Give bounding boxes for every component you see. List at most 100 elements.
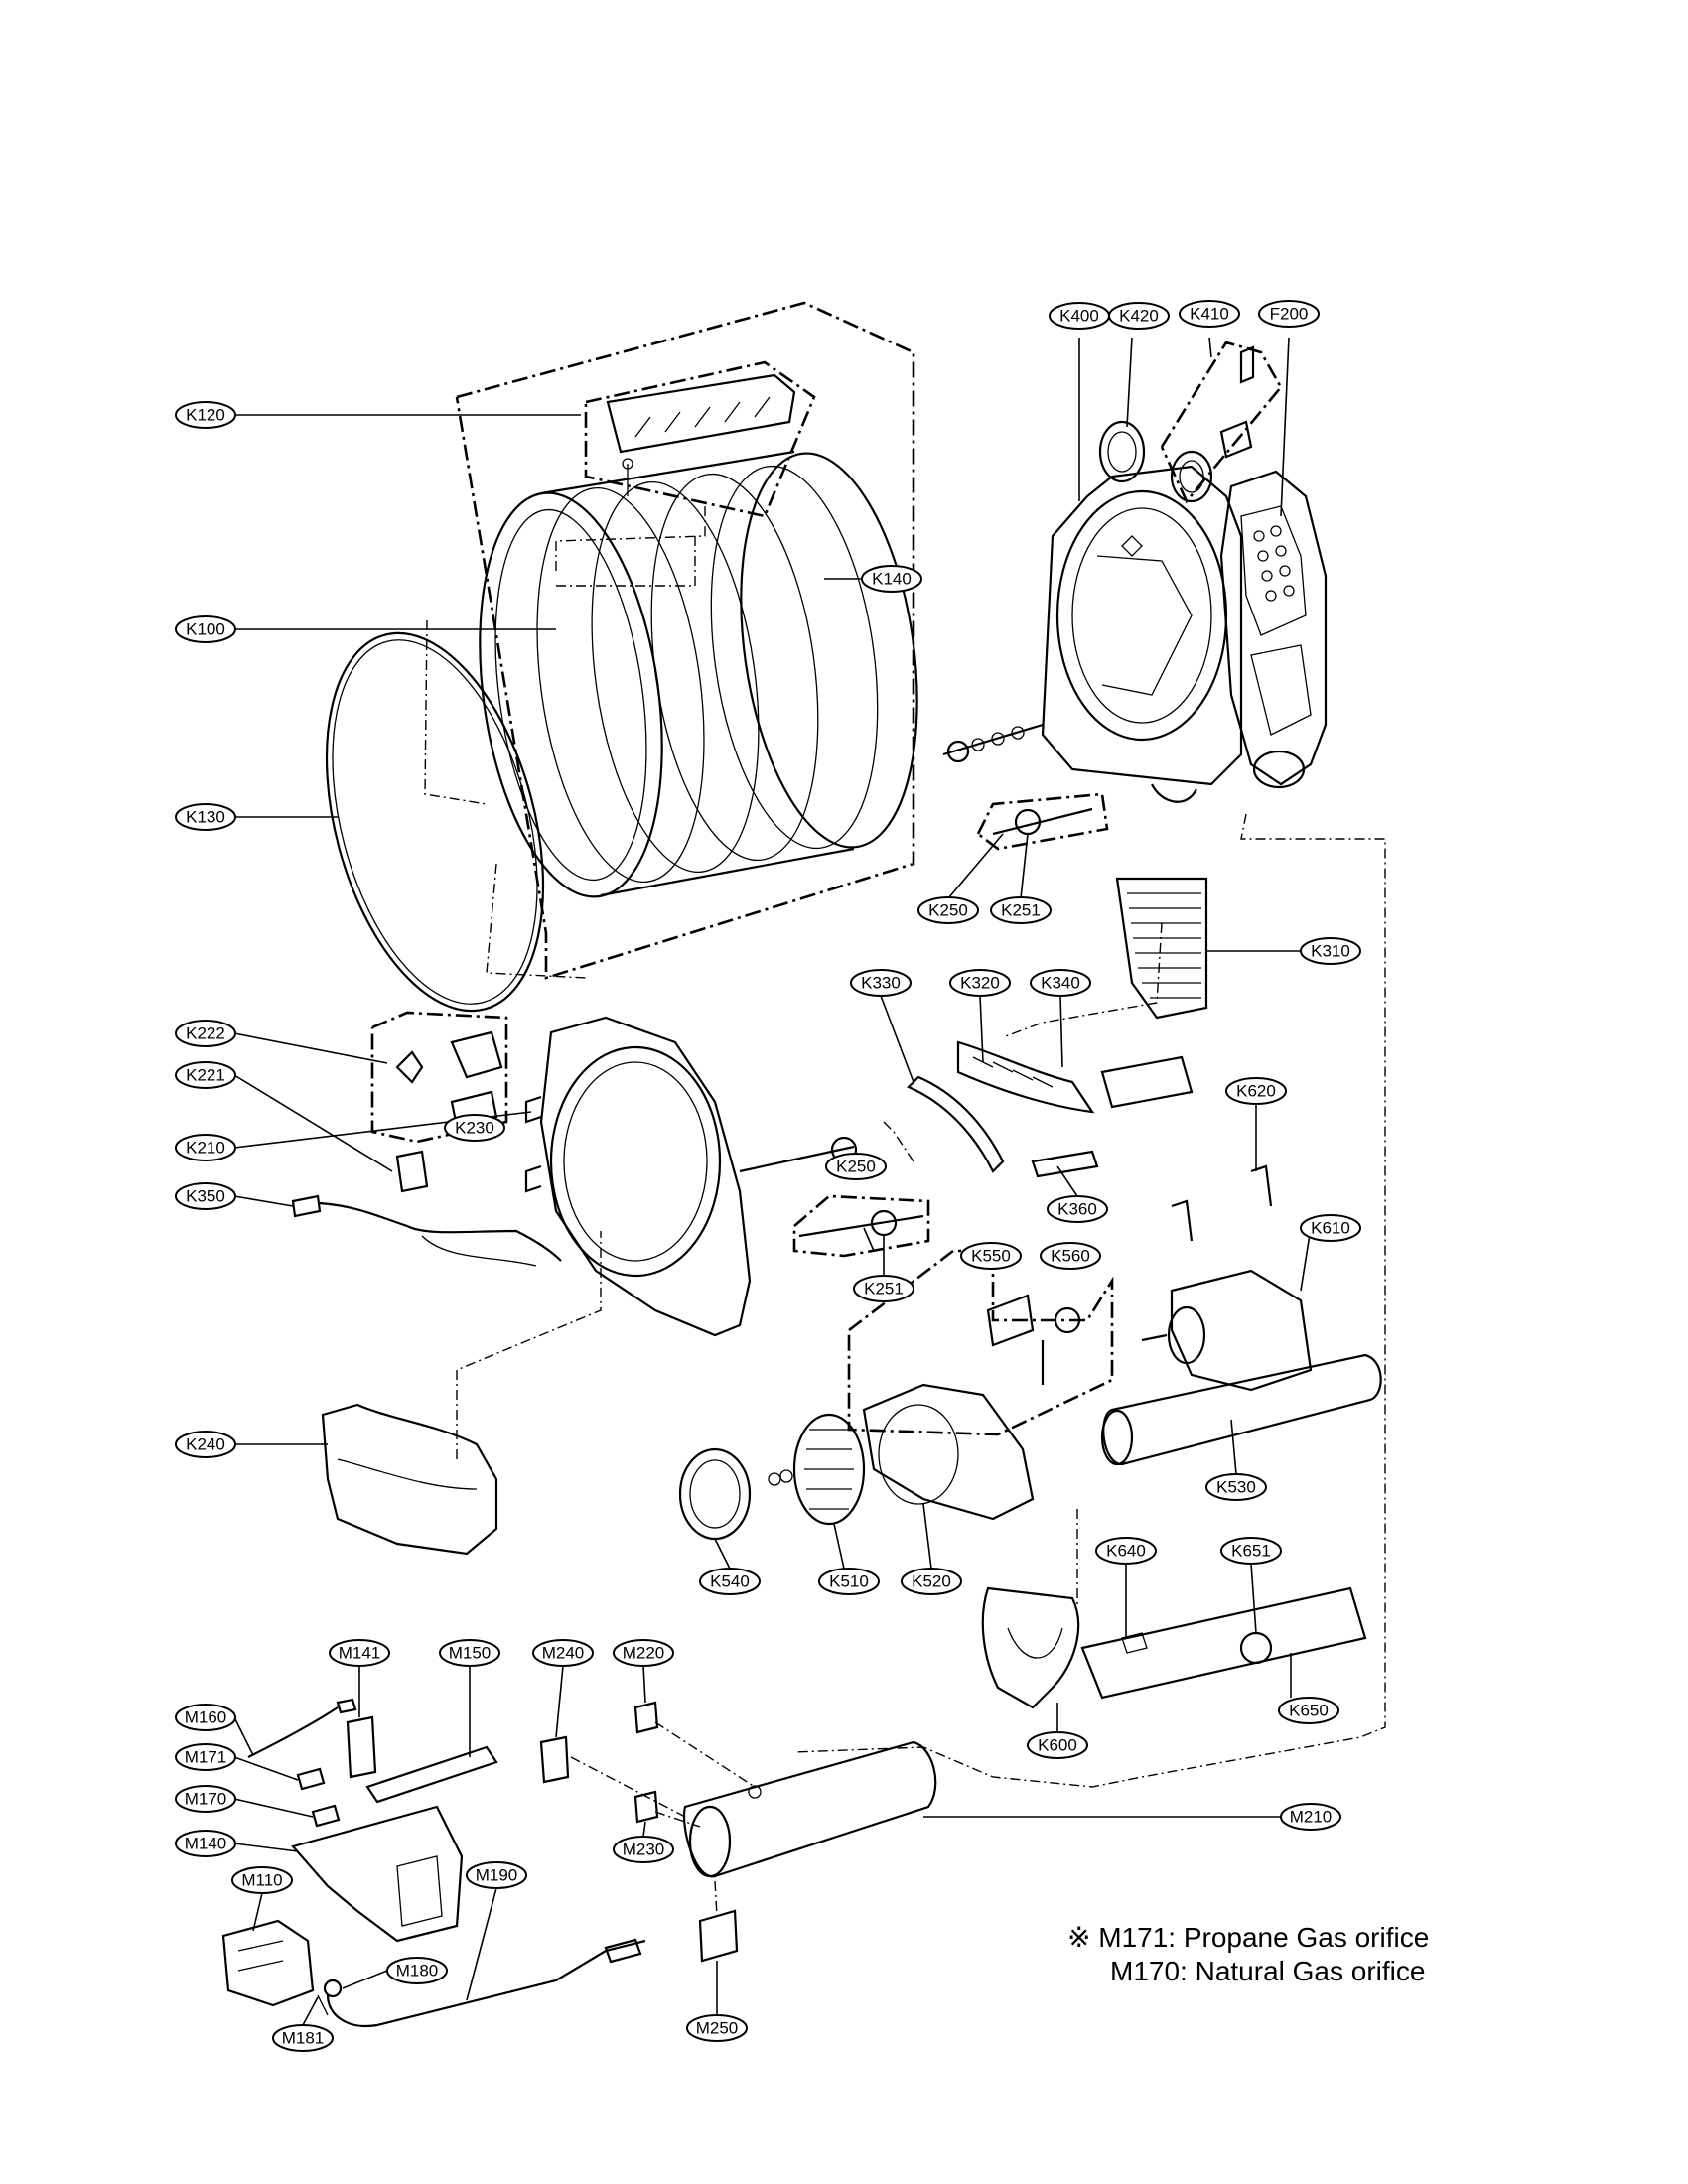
svg-text:K130: K130 bbox=[186, 808, 225, 827]
callout-k100: K100 bbox=[175, 615, 236, 643]
callout-m141: M141 bbox=[329, 1639, 390, 1667]
callout-m220: M220 bbox=[613, 1639, 674, 1667]
svg-text:K640: K640 bbox=[1106, 1542, 1146, 1561]
callout-k251-upper: K251 bbox=[990, 896, 1052, 924]
callout-m230: M230 bbox=[613, 1836, 674, 1863]
svg-text:M240: M240 bbox=[542, 1644, 585, 1663]
svg-text:K340: K340 bbox=[1041, 974, 1080, 993]
callout-k600: K600 bbox=[1027, 1731, 1088, 1759]
callout-k140: K140 bbox=[861, 565, 922, 593]
rear-bulkhead bbox=[1041, 465, 1243, 803]
callout-k520: K520 bbox=[901, 1568, 962, 1595]
callout-k320: K320 bbox=[949, 969, 1011, 997]
front-bulkhead bbox=[524, 1016, 752, 1337]
exhaust-tube bbox=[1100, 1353, 1382, 1466]
gas-burner-group bbox=[221, 1698, 646, 2028]
callout-k360: K360 bbox=[1047, 1195, 1108, 1223]
callout-k221: K221 bbox=[175, 1061, 236, 1089]
svg-text:M180: M180 bbox=[396, 1962, 439, 1980]
flame-sensors bbox=[539, 1701, 756, 1963]
drum-group-boundary bbox=[455, 301, 915, 980]
svg-text:K410: K410 bbox=[1190, 305, 1229, 324]
callout-k130: K130 bbox=[175, 803, 236, 831]
callout-k251-lower: K251 bbox=[853, 1275, 914, 1302]
svg-text:K650: K650 bbox=[1289, 1702, 1329, 1720]
svg-text:K610: K610 bbox=[1311, 1219, 1350, 1238]
svg-text:K210: K210 bbox=[186, 1139, 225, 1158]
svg-text:M210: M210 bbox=[1290, 1808, 1333, 1827]
svg-text:M160: M160 bbox=[185, 1708, 227, 1727]
svg-text:M171: M171 bbox=[185, 1748, 227, 1767]
callout-labels: K120 K100 K130 K140 K400 K420 K410 F200 … bbox=[175, 300, 1361, 2052]
callout-m180: M180 bbox=[386, 1957, 448, 1984]
svg-text:K320: K320 bbox=[960, 974, 1000, 993]
svg-text:K540: K540 bbox=[710, 1572, 750, 1591]
svg-text:K251: K251 bbox=[1001, 901, 1041, 920]
svg-text:M140: M140 bbox=[185, 1835, 227, 1853]
svg-text:K600: K600 bbox=[1038, 1736, 1077, 1755]
svg-text:K560: K560 bbox=[1051, 1247, 1090, 1266]
drum bbox=[479, 450, 918, 898]
svg-text:K400: K400 bbox=[1059, 307, 1099, 326]
svg-text:M220: M220 bbox=[623, 1644, 665, 1663]
wire-harness bbox=[291, 1194, 562, 1267]
svg-text:K620: K620 bbox=[1236, 1082, 1276, 1101]
svg-text:M181: M181 bbox=[282, 2029, 325, 2048]
svg-text:K230: K230 bbox=[455, 1119, 494, 1138]
svg-text:M250: M250 bbox=[696, 2019, 739, 2038]
motor-mount-group bbox=[981, 1586, 1367, 1709]
callout-k560: K560 bbox=[1040, 1242, 1101, 1270]
note-natural-gas-orifice: M170: Natural Gas orifice bbox=[1110, 1956, 1426, 1986]
front-rollers-group bbox=[907, 1040, 1194, 1178]
svg-text:K140: K140 bbox=[872, 570, 912, 589]
callout-m160: M160 bbox=[175, 1704, 236, 1731]
leader-lines bbox=[233, 337, 1312, 2026]
callout-k510: K510 bbox=[818, 1568, 880, 1595]
callout-k120: K120 bbox=[175, 401, 236, 429]
drum-lifter bbox=[584, 360, 816, 518]
svg-text:K250: K250 bbox=[928, 901, 968, 920]
callout-k350: K350 bbox=[175, 1182, 236, 1210]
svg-text:K330: K330 bbox=[861, 974, 901, 993]
svg-text:M170: M170 bbox=[185, 1790, 227, 1809]
callout-m171: M171 bbox=[175, 1743, 236, 1771]
callout-k222: K222 bbox=[175, 1020, 236, 1047]
callout-k650: K650 bbox=[1278, 1697, 1339, 1724]
callout-k240: K240 bbox=[175, 1431, 236, 1458]
lamp-group bbox=[370, 1011, 508, 1193]
note-propane-orifice: ※ M171: Propane Gas orifice bbox=[1067, 1922, 1430, 1953]
svg-text:M190: M190 bbox=[476, 1866, 518, 1885]
svg-text:K240: K240 bbox=[186, 1435, 225, 1454]
svg-text:K550: K550 bbox=[971, 1247, 1011, 1266]
svg-text:M150: M150 bbox=[449, 1644, 492, 1663]
callout-k230: K230 bbox=[444, 1114, 505, 1142]
drum-seal bbox=[325, 631, 545, 1013]
svg-text:K530: K530 bbox=[1216, 1478, 1256, 1497]
blower-assembly bbox=[678, 1383, 1035, 1541]
callout-f200: F200 bbox=[1258, 300, 1320, 328]
callout-k330: K330 bbox=[850, 969, 912, 997]
svg-text:M230: M230 bbox=[623, 1841, 665, 1859]
callout-m140: M140 bbox=[175, 1830, 236, 1857]
callout-k610: K610 bbox=[1300, 1214, 1361, 1242]
svg-text:K360: K360 bbox=[1057, 1200, 1097, 1219]
callout-k640: K640 bbox=[1095, 1537, 1157, 1565]
svg-text:K120: K120 bbox=[186, 406, 225, 425]
svg-text:K250: K250 bbox=[836, 1158, 876, 1176]
drive-motor bbox=[1141, 1164, 1313, 1392]
svg-text:K100: K100 bbox=[186, 620, 225, 639]
svg-text:M110: M110 bbox=[241, 1871, 282, 1890]
svg-text:K510: K510 bbox=[829, 1572, 869, 1591]
svg-text:K310: K310 bbox=[1311, 942, 1350, 961]
svg-text:M141: M141 bbox=[339, 1644, 381, 1663]
callout-k210: K210 bbox=[175, 1134, 236, 1161]
svg-text:K221: K221 bbox=[186, 1066, 225, 1085]
svg-text:K222: K222 bbox=[186, 1024, 225, 1043]
callout-k310: K310 bbox=[1300, 937, 1361, 965]
callout-m150: M150 bbox=[439, 1639, 500, 1667]
svg-text:K350: K350 bbox=[186, 1187, 225, 1206]
callout-k250-upper: K250 bbox=[917, 896, 979, 924]
callout-k340: K340 bbox=[1030, 969, 1091, 997]
callout-k651: K651 bbox=[1220, 1537, 1282, 1565]
